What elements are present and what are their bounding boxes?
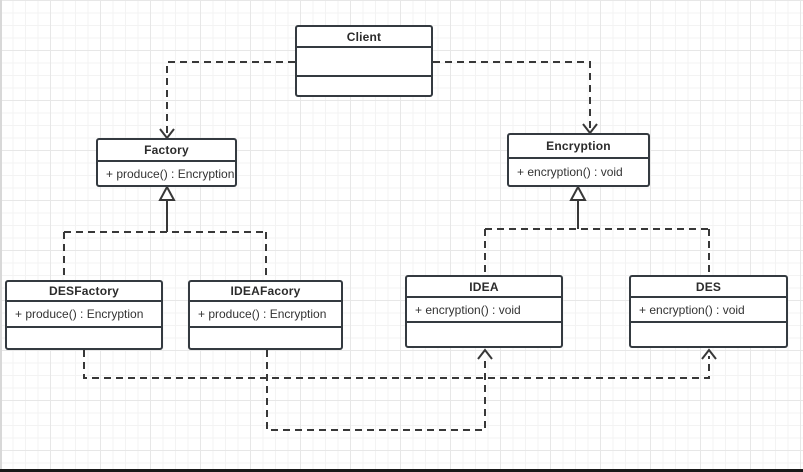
methods-compartment-empty (190, 328, 341, 348)
edge-desfactory-des[interactable] (83, 348, 717, 379)
methods-compartment-empty (7, 328, 161, 348)
class-member: + encryption() : void (407, 298, 561, 323)
methods-compartment-empty (631, 323, 786, 346)
class-title: Factory (98, 140, 235, 162)
class-member: + produce() : Encryption (190, 302, 341, 328)
class-desfactory[interactable]: DESFactory + produce() : Encryption (5, 280, 163, 350)
class-client[interactable]: Client (295, 25, 433, 97)
methods-compartment-empty (297, 77, 431, 95)
class-encryption[interactable]: Encryption + encryption() : void (507, 133, 650, 187)
edge-desfactory-des-line (83, 350, 710, 379)
class-member: + encryption() : void (631, 298, 786, 323)
hollow-triangle-up-icon (569, 184, 587, 201)
edge-client-factory-line (166, 61, 295, 135)
class-des[interactable]: DES + encryption() : void (629, 275, 788, 348)
edge-client-encryption-line (433, 61, 591, 130)
edge-client-encryption[interactable] (433, 61, 598, 135)
open-arrowhead-up-icon (477, 348, 493, 360)
class-title: IDEAFacory (190, 282, 341, 302)
class-idea[interactable]: IDEA + encryption() : void (405, 275, 563, 348)
edge-ideafacory-idea[interactable] (266, 348, 493, 431)
edge-subfactories-generalize-factory[interactable] (63, 184, 267, 279)
class-title: DES (631, 277, 786, 298)
class-title: Client (297, 27, 431, 48)
class-member: + encryption() : void (517, 165, 623, 179)
window-bottom-edge (0, 469, 803, 472)
attributes-compartment-empty (297, 48, 431, 77)
edge-ciphers-generalize-encryption[interactable] (484, 184, 710, 274)
edge-client-factory[interactable] (159, 61, 295, 140)
class-factory[interactable]: Factory + produce() : Encryption (96, 138, 237, 187)
open-arrowhead-up-icon (701, 348, 717, 360)
class-member: + produce() : Encryption (7, 302, 161, 328)
methods-compartment-empty (407, 323, 561, 346)
class-title: DESFactory (7, 282, 161, 302)
edge-ideafacory-idea-line (266, 350, 486, 431)
class-title: Encryption (509, 135, 648, 159)
class-ideafacory[interactable]: IDEAFacory + produce() : Encryption (188, 280, 343, 350)
hollow-triangle-up-icon (158, 184, 176, 201)
canvas-left-edge (0, 0, 2, 472)
class-member: + produce() : Encryption (106, 166, 235, 181)
class-title: IDEA (407, 277, 561, 298)
